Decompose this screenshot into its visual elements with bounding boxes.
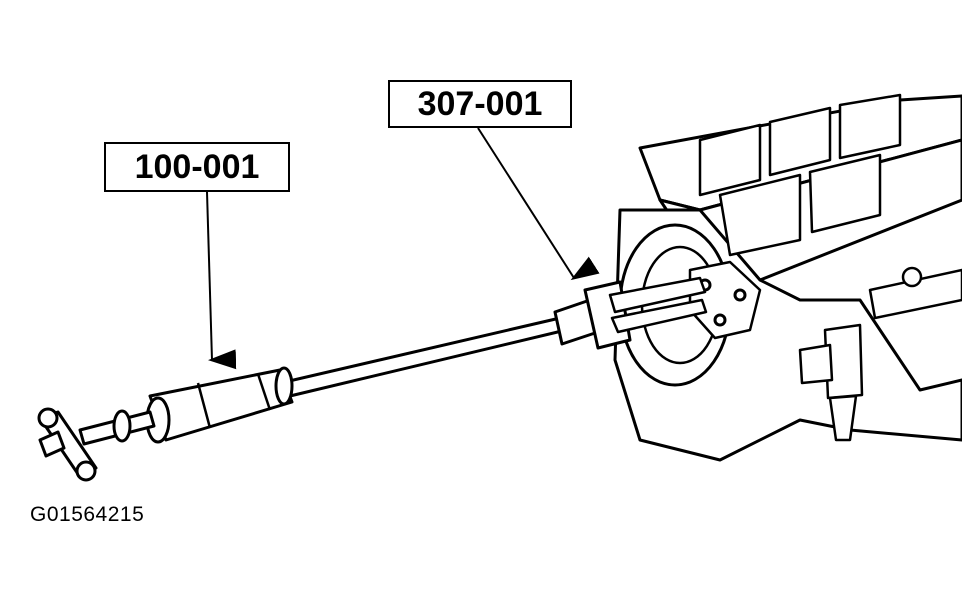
slide-hammer-tool — [37, 316, 568, 482]
callout-307-001: 307-001 — [388, 80, 572, 128]
transmission-case — [613, 93, 962, 462]
remover-adapter-tool — [553, 276, 708, 350]
figure-id: G01564215 — [30, 503, 145, 526]
leader-line-307-001 — [477, 127, 600, 281]
callout-100-001: 100-001 — [104, 142, 290, 192]
leader-line-100-001 — [206, 191, 237, 370]
